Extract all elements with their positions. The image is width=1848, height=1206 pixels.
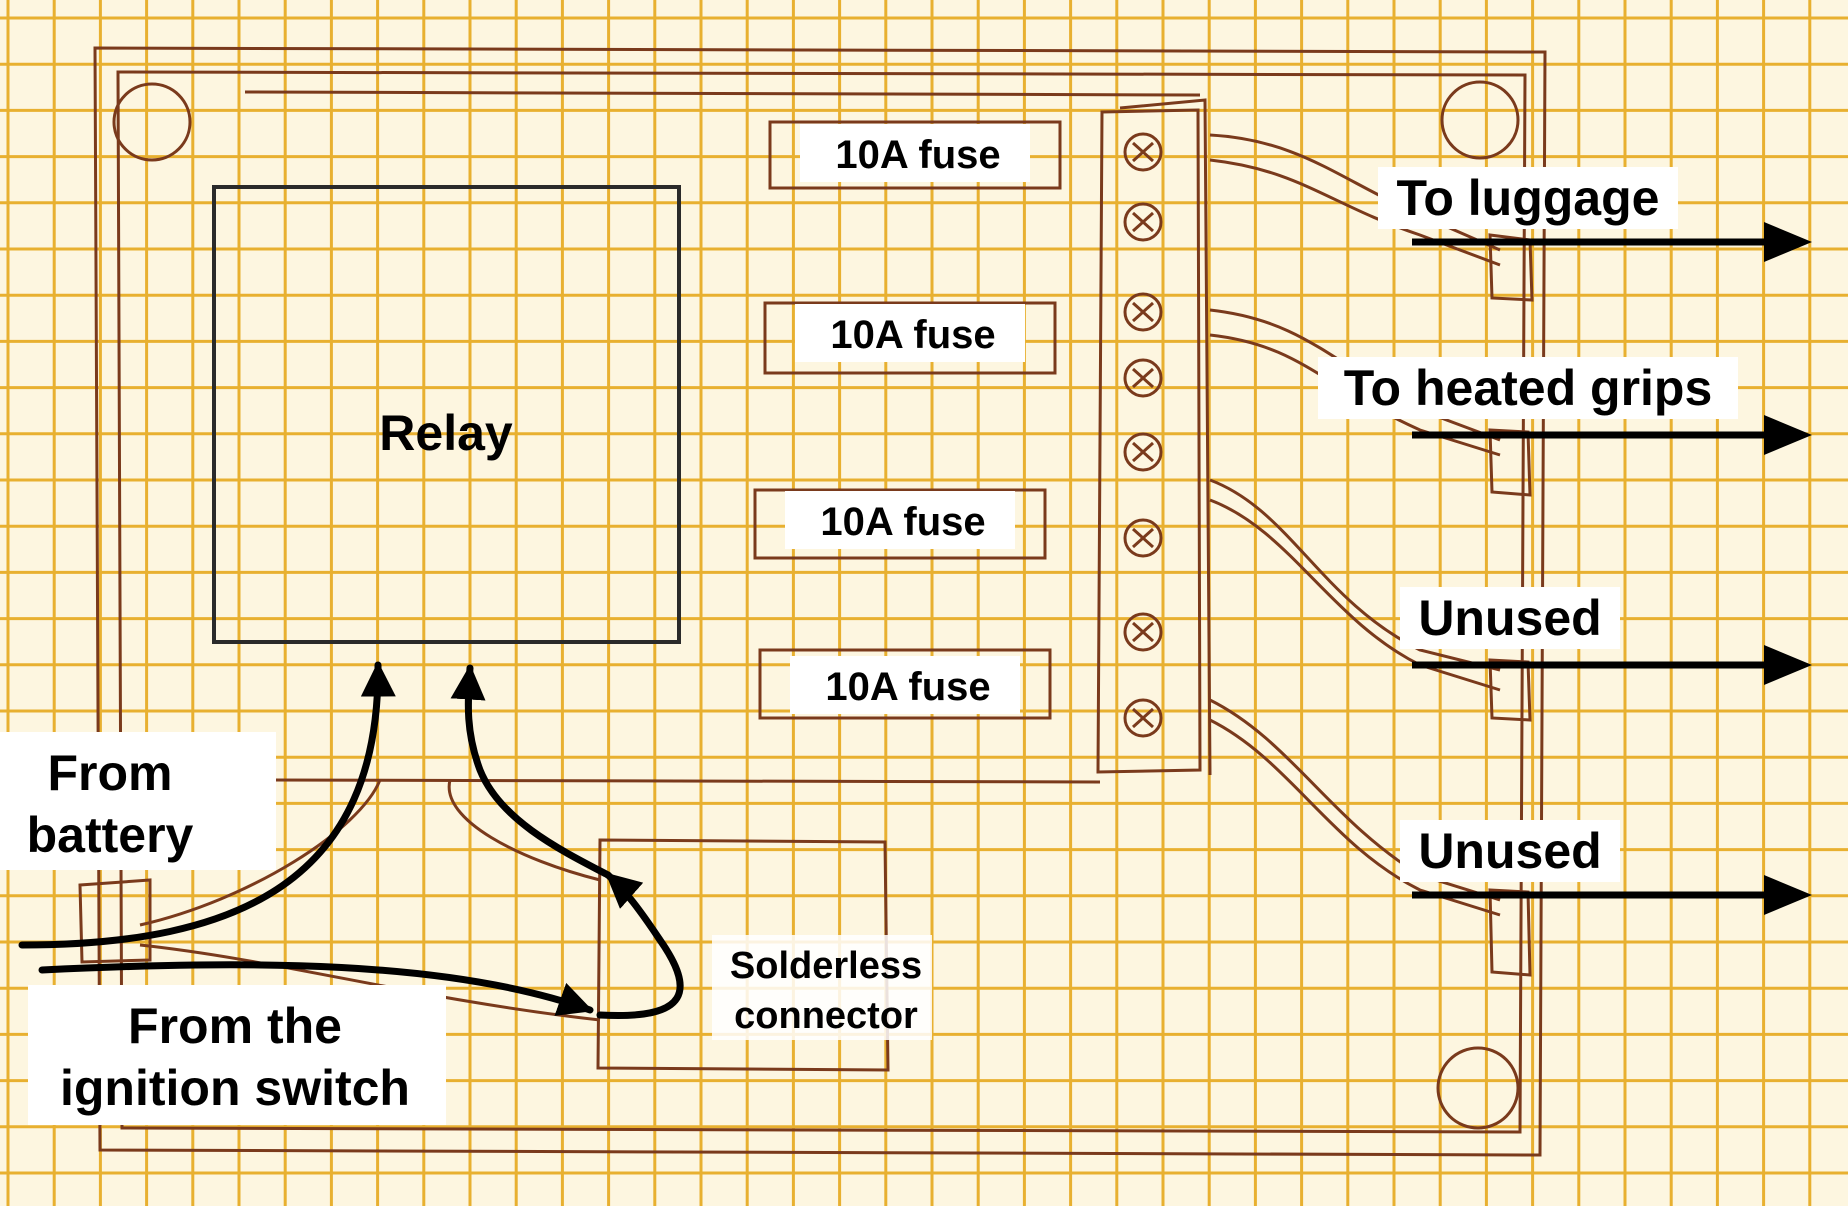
output-label-bg [1400,820,1620,882]
fuse-label-bg [800,124,1030,182]
arrow-right-icon [1764,645,1812,685]
battery-label-line1: From [48,745,173,801]
output-label: To luggage [1397,170,1660,226]
output-line: To luggage [1378,167,1812,262]
output-label: Unused [1418,590,1601,646]
fuse-group: 10A fuse 10A fuse 10A fuse 10A fuse [753,120,1062,720]
fuse-label: 10A fuse [835,133,1000,177]
relay-label: Relay [379,405,513,461]
fuse-label: 10A fuse [830,313,995,357]
battery-wire-arrow [18,661,396,949]
fuse-outline [758,648,1052,720]
mount-hole-top-right [1440,80,1520,160]
output-line: To heated grips [1318,357,1812,455]
connector-label: Solderless connector [712,935,932,1040]
connector-label-line1: Solderless [730,945,922,987]
connector-label-line2: connector [734,995,918,1037]
fuse-label-bg [785,491,1015,549]
ignition-label-line2: ignition switch [60,1060,410,1116]
terminal-screw-icon [1123,612,1163,652]
terminal-screw-icon [1123,292,1163,332]
fuse: 10A fuse [758,648,1052,720]
connector-loop-arrow [596,871,684,1020]
input-labels: From battery From the ignition switch [0,732,446,1125]
relay-box [212,185,681,644]
fuse: 10A fuse [753,488,1047,560]
fuse-outline [763,301,1057,375]
battery-label-line2: battery [27,807,194,863]
ink-arrows [18,661,684,1020]
mount-hole-bottom-right [1436,1046,1520,1130]
fuse-label: 10A fuse [825,665,990,709]
output-label: To heated grips [1344,360,1713,416]
terminal-screw-icon [1123,202,1163,242]
output-label-bg [1400,587,1620,649]
output-label-bg [1378,167,1678,229]
output-label: Unused [1418,823,1601,879]
fuse-label: 10A fuse [820,500,985,544]
arrow-right-icon [1764,415,1812,455]
fuse: 10A fuse [763,301,1057,375]
arrow-right-icon [1764,222,1812,262]
terminal-screw-icon [1123,432,1163,472]
terminal-screw-icon [1123,358,1163,398]
connector-to-relay-arrow [450,664,612,879]
fuse-label-bg [795,304,1025,362]
fuse-outline [768,120,1062,190]
output-line: Unused [1400,820,1812,915]
terminal-screw-icon [1123,132,1163,172]
terminal-strip [1123,132,1163,738]
ignition-wire-arrow [38,961,594,1016]
arrow-right-icon [1764,875,1812,915]
ignition-label-line1: From the [128,998,342,1054]
fuse-outline [753,488,1047,560]
terminal-screw-icon [1123,518,1163,558]
mount-hole-top-left [112,82,192,162]
output-line: Unused [1400,587,1812,685]
terminal-screw-icon [1123,698,1163,738]
fuse-label-bg [790,656,1020,714]
output-label-bg [1318,357,1738,419]
fuse: 10A fuse [768,120,1062,190]
